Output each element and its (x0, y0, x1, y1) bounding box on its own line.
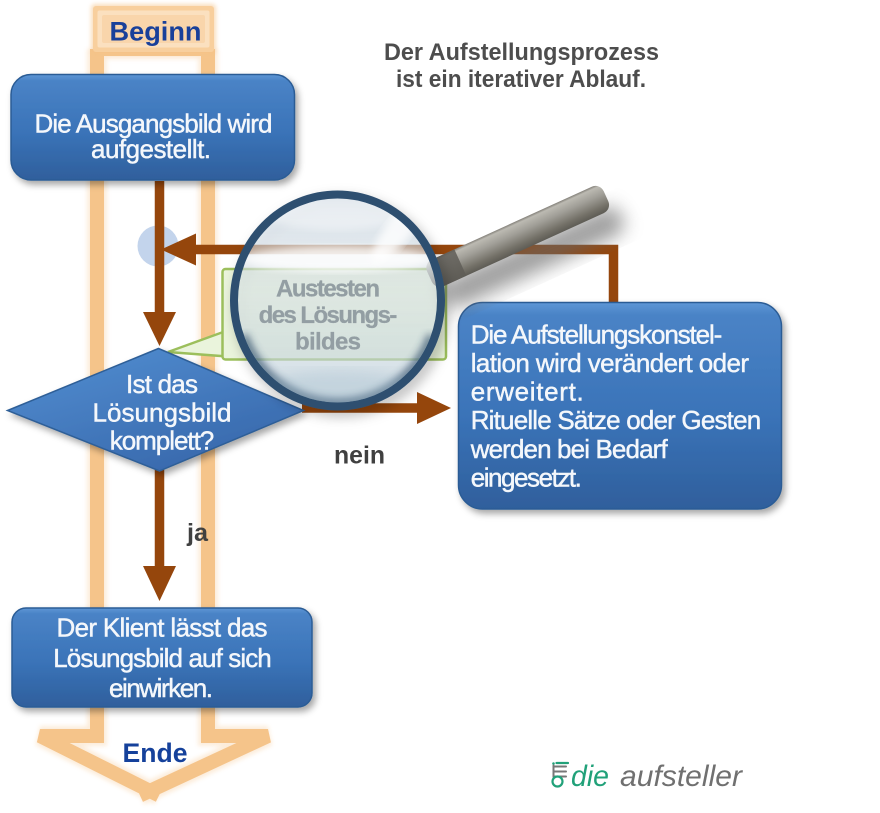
svg-text:Austesten: Austesten (276, 276, 380, 303)
svg-text:aufgestellt.: aufgestellt. (91, 134, 211, 164)
svg-text:ist ein iterativer Ablauf.: ist ein iterativer Ablauf. (396, 66, 646, 93)
svg-text:Lösungsbild: Lösungsbild (93, 398, 232, 428)
svg-text:Ist das: Ist das (126, 369, 198, 399)
svg-text:Die Aufstellungskonstel-: Die Aufstellungskonstel- (471, 319, 723, 349)
svg-text:die: die (571, 760, 609, 793)
svg-text:nein: nein (334, 442, 385, 470)
svg-text:lation wird verändert oder: lation wird verändert oder (471, 348, 750, 378)
svg-text:erweitert.: erweitert. (471, 377, 584, 407)
svg-text:bildes: bildes (295, 329, 361, 356)
svg-text:einwirken.: einwirken. (109, 673, 213, 703)
svg-text:Der Aufstellungsprozess: Der Aufstellungsprozess (384, 39, 659, 66)
svg-text:aufsteller: aufsteller (620, 760, 743, 793)
svg-text:Beginn: Beginn (110, 17, 202, 47)
svg-text:Die Ausgangsbild wird: Die Ausgangsbild wird (35, 109, 273, 139)
svg-text:des Lösungs-: des Lösungs- (259, 302, 398, 329)
svg-text:Der Klient lässt das: Der Klient lässt das (57, 613, 268, 643)
svg-text:Rituelle Sätze oder Gesten: Rituelle Sätze oder Gesten (471, 405, 762, 435)
svg-text:Lösungsbild auf sich: Lösungsbild auf sich (53, 643, 272, 673)
svg-text:ja: ja (186, 519, 209, 547)
svg-text:komplett?: komplett? (110, 426, 215, 456)
svg-text:eingesetzt.: eingesetzt. (471, 462, 582, 492)
svg-text:werden bei Bedarf: werden bei Bedarf (470, 434, 669, 464)
svg-text:Ende: Ende (123, 738, 188, 768)
